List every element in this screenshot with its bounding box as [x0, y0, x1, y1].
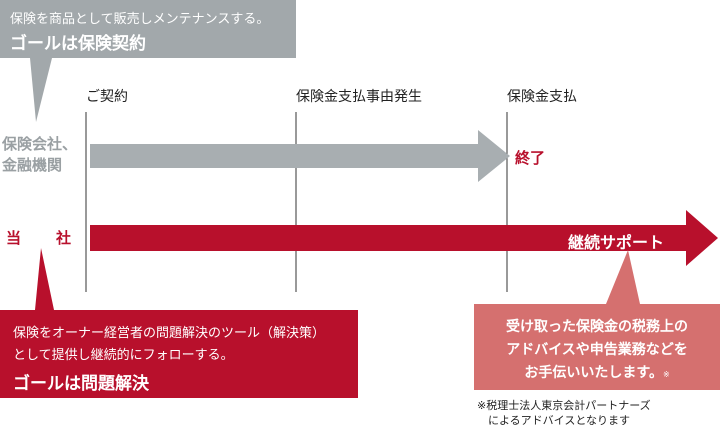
- insurer-label: 保険会社、 金融機関: [2, 134, 77, 176]
- milestone-contract: ご契約: [86, 89, 128, 105]
- end-label: 終了: [515, 149, 546, 167]
- our-company-label-char2: 社: [56, 229, 72, 247]
- top-callout-subtitle: 保険を商品として販売しメンテナンスする。: [10, 12, 270, 27]
- bottom-right-callout-line3-text: お手伝いいたします。: [524, 365, 663, 381]
- our-company-label-char1: 当: [6, 229, 22, 247]
- bottom-right-callout-line1: 受け取った保険金の税務上の: [506, 319, 688, 335]
- insurer-label-line1: 保険会社、: [2, 135, 78, 153]
- bottom-left-callout-line1: 保険をオーナー経営者の問題解決のツール（解決策）: [13, 326, 326, 341]
- note-mark: ※: [662, 370, 670, 379]
- bottom-right-callout-box: [474, 250, 720, 390]
- bottom-right-callout-line2: アドバイスや申告業務などを: [506, 342, 688, 358]
- milestone-payment: 保険金支払: [507, 89, 577, 105]
- top-callout-box: [0, 0, 296, 122]
- insurer-arrow: [90, 130, 510, 182]
- support-label: 継続サポート: [568, 233, 665, 252]
- top-callout-title: ゴールは保険契約: [10, 34, 146, 54]
- bottom-left-callout-line2: として提供し継続的にフォローする。: [13, 348, 234, 363]
- our-support-arrow: [90, 210, 718, 266]
- insurer-label-line2: 金融機関: [2, 156, 63, 174]
- footnote-line2: によるアドバイスとなります: [488, 414, 631, 427]
- bottom-left-callout-title: ゴールは問題解決: [13, 374, 149, 394]
- bottom-right-callout-line3: お手伝いいたします。※: [474, 362, 720, 382]
- milestone-claim-event: 保険金支払事由発生: [296, 89, 422, 105]
- footnote-line1: ※税理士法人東京会計パートナーズ: [477, 399, 651, 412]
- bottom-left-callout-box: [0, 248, 358, 398]
